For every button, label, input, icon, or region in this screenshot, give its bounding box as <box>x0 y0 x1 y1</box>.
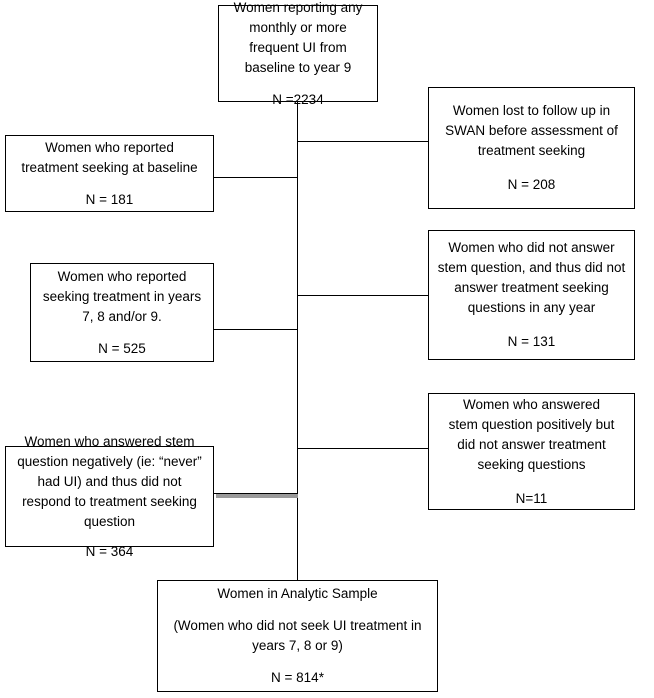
box-analytic-sample-count: N = 814* <box>271 670 324 685</box>
box-top-count: N =2234 <box>272 91 324 107</box>
box-analytic-sample-text: (Women who did not seek UI treatment in … <box>173 618 422 653</box>
box-negative-stem: Women who answered stem question negativ… <box>5 434 214 559</box>
box-no-answer-stem-text: Women who did not answer stem question, … <box>437 240 626 315</box>
connector-years-789 <box>214 329 297 330</box>
box-no-answer-stem: Women who did not answer stem question, … <box>428 230 635 360</box>
box-top-text: Women reporting any monthly or more freq… <box>233 0 363 75</box>
box-lost-follow-up-count: N = 208 <box>507 177 556 192</box>
box-baseline-count: N = 181 <box>85 191 134 207</box>
connector-positive-stem <box>297 448 428 449</box>
box-no-answer-stem-count: N = 131 <box>507 334 556 349</box>
box-negative-stem-count: N = 364 <box>85 543 134 559</box>
connector-negative-stem-shadow <box>216 494 298 498</box>
connector-negative-stem <box>214 493 297 494</box>
box-analytic-sample: Women in Analytic Sample (Women who did … <box>157 580 438 692</box>
box-baseline: Women who reported treatment seeking at … <box>5 135 214 212</box>
box-years-789: Women who reported seeking treatment in … <box>30 263 214 362</box>
box-negative-stem-text: Women who answered stem question negativ… <box>17 433 202 529</box>
connector-lost <box>297 141 428 142</box>
main-flow-line <box>297 102 298 580</box>
box-analytic-sample-title: Women in Analytic Sample <box>217 586 378 601</box>
box-positive-stem-count: N=11 <box>515 490 548 506</box>
box-lost-follow-up-text: Women lost to follow up in SWAN before a… <box>445 103 618 158</box>
box-years-789-count: N = 525 <box>98 340 146 356</box>
box-years-789-text: Women who reported seeking treatment in … <box>42 268 202 324</box>
box-positive-stem: Women who answered stem question positiv… <box>428 393 635 510</box>
box-baseline-text: Women who reported treatment seeking at … <box>21 139 198 175</box>
box-lost-follow-up: Women lost to follow up in SWAN before a… <box>428 87 635 209</box>
box-positive-stem-text: Women who answered stem question positiv… <box>448 396 615 472</box>
box-top: Women reporting any monthly or more freq… <box>218 0 378 107</box>
connector-baseline <box>214 177 297 178</box>
connector-no-answer-stem <box>297 295 428 296</box>
